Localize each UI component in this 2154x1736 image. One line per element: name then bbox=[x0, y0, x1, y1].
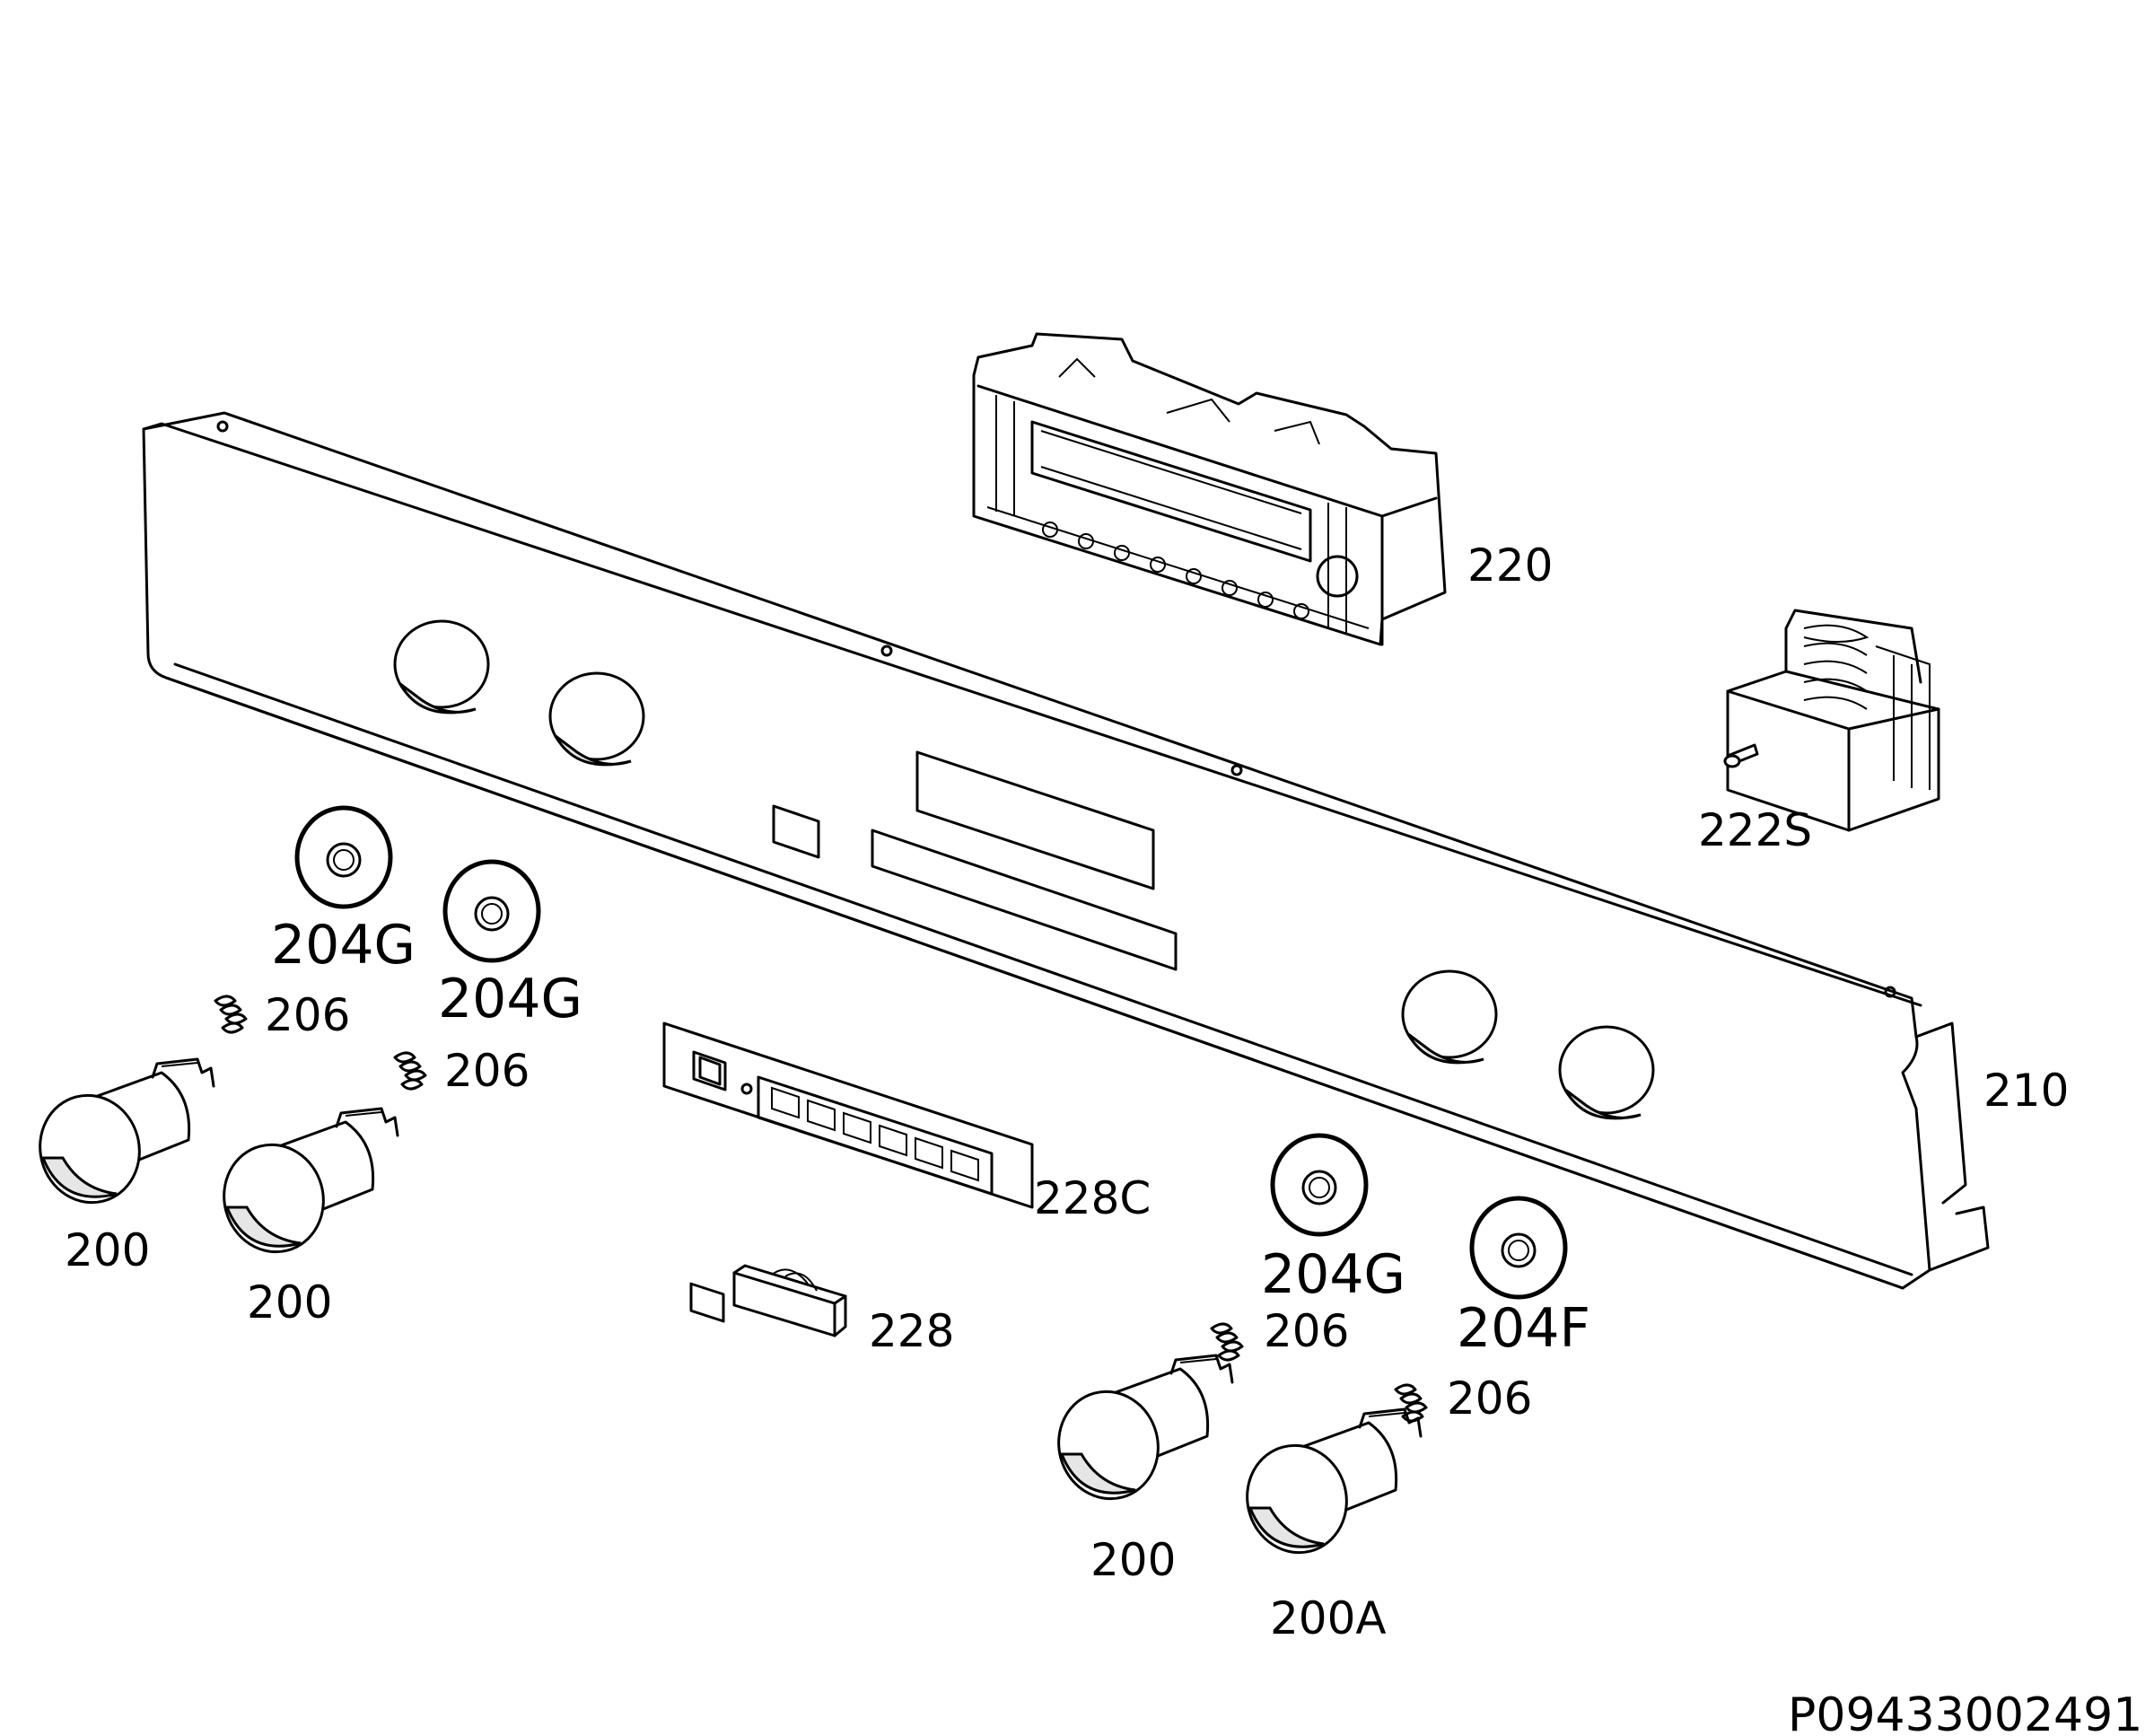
connector bbox=[732, 1264, 847, 1337]
knob bbox=[39, 1057, 215, 1205]
knob-opening bbox=[548, 671, 645, 767]
bezel-ring bbox=[1270, 1133, 1369, 1237]
callout-knob: 200 bbox=[247, 1276, 332, 1328]
spring bbox=[214, 995, 248, 1034]
callout-spring: 206 bbox=[1447, 1372, 1532, 1425]
bezel-ring bbox=[294, 805, 393, 909]
knob bbox=[1246, 1407, 1423, 1555]
callout-spring: 206 bbox=[265, 989, 350, 1041]
display-window bbox=[915, 750, 1155, 890]
spring bbox=[393, 1051, 427, 1091]
mounting-hole bbox=[216, 420, 229, 433]
knob-opening bbox=[393, 619, 490, 715]
knob bbox=[223, 1107, 399, 1254]
display-window bbox=[871, 829, 1178, 971]
callout-knob: 200 bbox=[65, 1224, 150, 1276]
touch-board bbox=[662, 1021, 1034, 1323]
mounting-hole bbox=[880, 644, 893, 657]
callout-knob: 200 bbox=[1090, 1534, 1176, 1586]
bezel-ring bbox=[1469, 1196, 1568, 1300]
bezel-ring bbox=[442, 859, 541, 963]
callout-spring: 206 bbox=[444, 1045, 530, 1097]
callout-bezel: 204G bbox=[1261, 1243, 1405, 1306]
spring bbox=[1210, 1322, 1244, 1362]
callout-display-module: 220 bbox=[1467, 539, 1553, 592]
callout-bezel: 204G bbox=[271, 914, 416, 977]
display-module bbox=[972, 332, 1447, 646]
callout-selector-switch: 222S bbox=[1698, 804, 1812, 856]
selector-switch bbox=[1723, 609, 1940, 832]
control-panel bbox=[142, 411, 1990, 1290]
spring bbox=[1394, 1383, 1428, 1423]
callout-panel: 210 bbox=[1983, 1065, 2069, 1117]
mounting-hole bbox=[1884, 986, 1896, 998]
knob-opening bbox=[1401, 969, 1498, 1065]
knob-opening bbox=[1558, 1025, 1655, 1120]
callout-spring: 206 bbox=[1264, 1305, 1349, 1357]
drawing-code: P09433002491 bbox=[1788, 1688, 2142, 1736]
display-window bbox=[772, 804, 820, 859]
knob bbox=[1057, 1354, 1234, 1501]
mounting-hole bbox=[1230, 764, 1243, 776]
callout-bezel: 204G bbox=[438, 968, 582, 1030]
callout-bezel: 204F bbox=[1457, 1297, 1590, 1360]
callout-connector: 228 bbox=[869, 1305, 954, 1357]
callout-knob: 200A bbox=[1270, 1592, 1387, 1644]
callout-touch-board: 228C bbox=[1034, 1172, 1151, 1224]
